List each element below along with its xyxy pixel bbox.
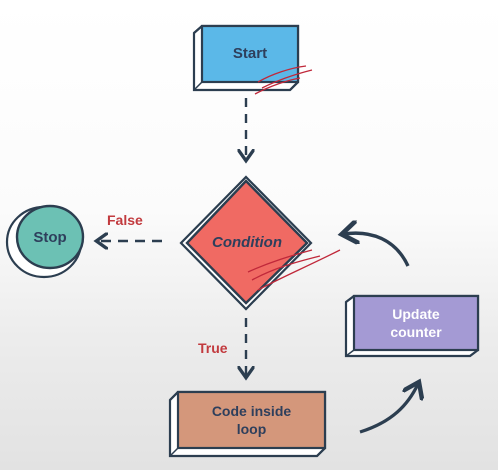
stop-label: Stop: [33, 229, 67, 246]
condition-node: [179, 175, 341, 311]
stop-circle-face: [15, 204, 85, 270]
arrow-update-to-condition: [344, 233, 410, 267]
stop-node: [5, 204, 85, 279]
code-box-face: [176, 390, 327, 450]
condition-label: Condition: [212, 234, 282, 251]
code-node: [168, 390, 327, 458]
start-node: [192, 24, 313, 95]
condition-diamond-face: [185, 179, 309, 305]
update-box-face: [352, 294, 480, 352]
start-label: Start: [232, 45, 268, 62]
update-node: [344, 294, 480, 358]
update-label-line-1: Update: [392, 306, 440, 322]
update-label-line-2: counter: [390, 324, 442, 340]
arrow-code-to-update: [359, 384, 418, 434]
code-label: Code inside loop: [178, 402, 325, 438]
code-label-line-2: loop: [236, 421, 267, 437]
false-label: False: [107, 212, 143, 228]
update-label: Update counter: [354, 305, 478, 341]
code-label-line-1: Code inside: [211, 403, 292, 419]
start-box-face: [200, 24, 300, 84]
true-label: True: [198, 340, 228, 356]
